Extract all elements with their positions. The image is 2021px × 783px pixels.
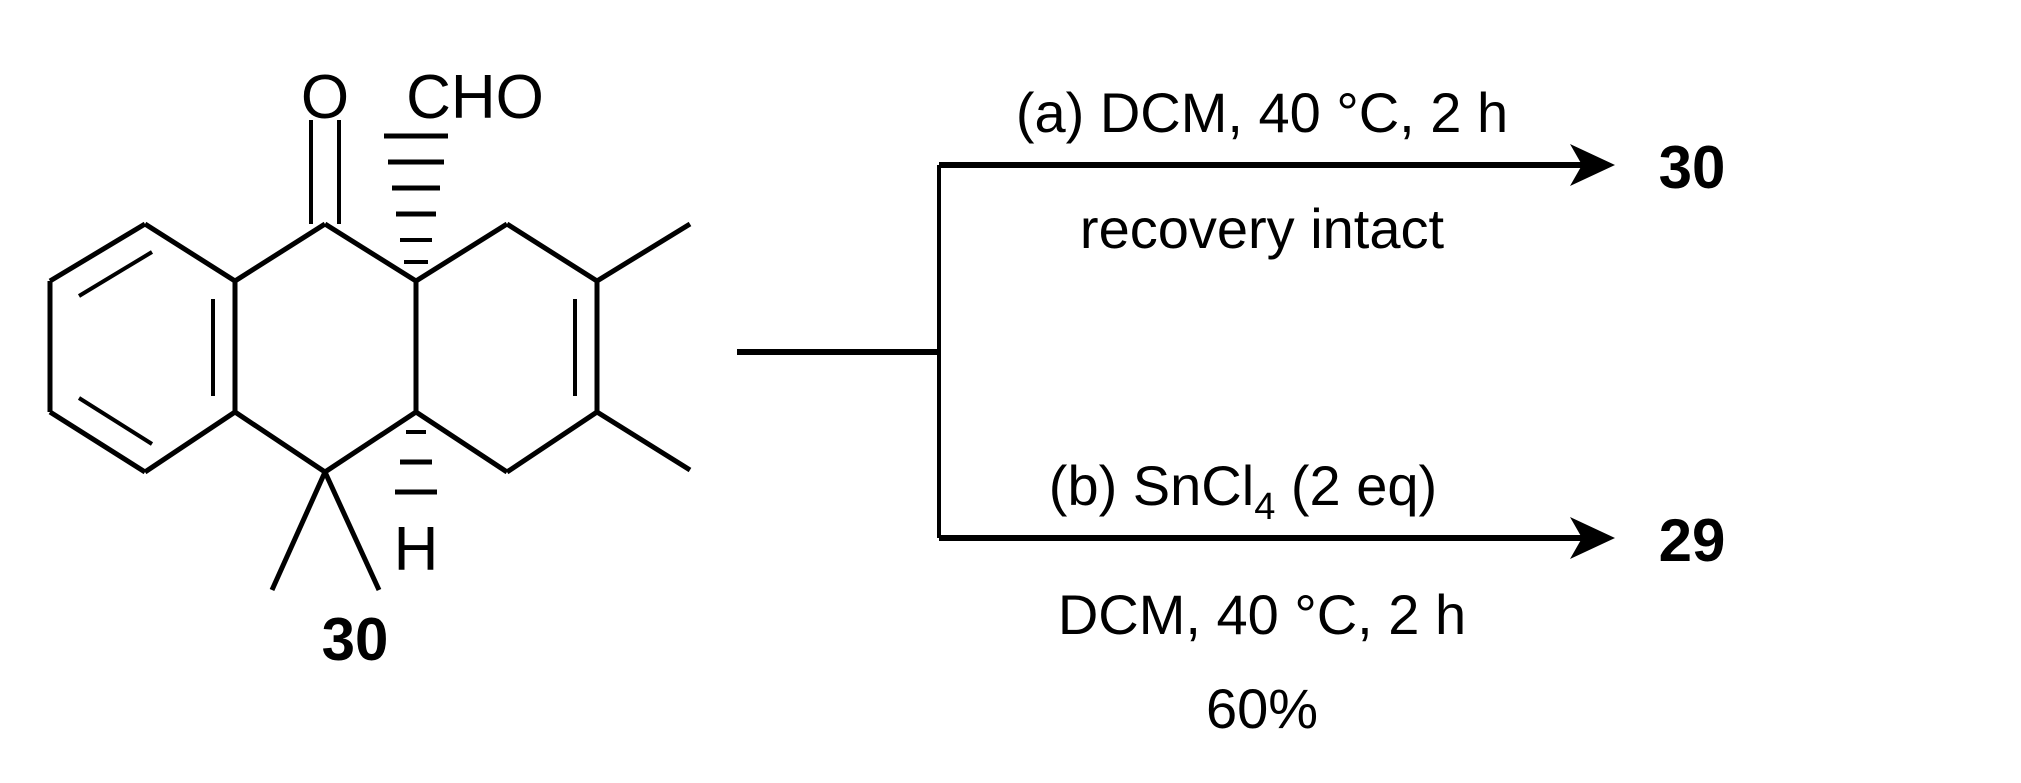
- ketone-oxygen-label: O: [301, 63, 349, 132]
- aldehyde-label: CHO: [406, 63, 544, 132]
- gem-dimethyl-group: [269, 470, 382, 592]
- branch-a-conditions-line2: recovery intact: [1080, 197, 1445, 260]
- substrate-compound-number: 30: [322, 606, 389, 673]
- reaction-branch-a: (a) DCM, 40 °C, 2 h recovery intact 30: [939, 81, 1725, 260]
- branch-a-conditions-line1: (a) DCM, 40 °C, 2 h: [1016, 81, 1508, 144]
- branch-b-product-number: 29: [1659, 507, 1726, 574]
- branch-b-reagent-subscript: 4: [1254, 486, 1275, 528]
- cyclohexene-ring: [414, 221, 600, 475]
- benzene-ring: [47, 221, 238, 475]
- branch-b-conditions-line2: DCM, 40 °C, 2 h: [1058, 583, 1466, 646]
- branch-b-arrow-head: [1570, 517, 1615, 559]
- reaction-branch-b: (b) SnCl4 (2 eq) DCM, 40 °C, 2 h 60% 29: [939, 454, 1725, 740]
- hashed-bond-to-cho: [384, 133, 448, 264]
- hashed-bond-to-hydrogen: [395, 430, 437, 495]
- branch-b-conditions-line3: 60%: [1206, 677, 1318, 740]
- branch-b-conditions-line1: (b) SnCl4 (2 eq): [1049, 454, 1437, 528]
- branch-b-reagent-suffix: (2 eq): [1275, 454, 1437, 517]
- central-ketone-ring: [233, 120, 419, 475]
- methyl-substituents: [595, 221, 692, 473]
- branch-b-reagent-prefix: (b) SnCl: [1049, 454, 1254, 517]
- branch-bracket: [737, 165, 941, 538]
- substrate-structure-30: O CHO H 30: [47, 63, 692, 673]
- branch-a-product-number: 30: [1659, 134, 1726, 201]
- branch-a-arrow-head: [1570, 144, 1615, 186]
- ring-hydrogen-label: H: [394, 515, 439, 584]
